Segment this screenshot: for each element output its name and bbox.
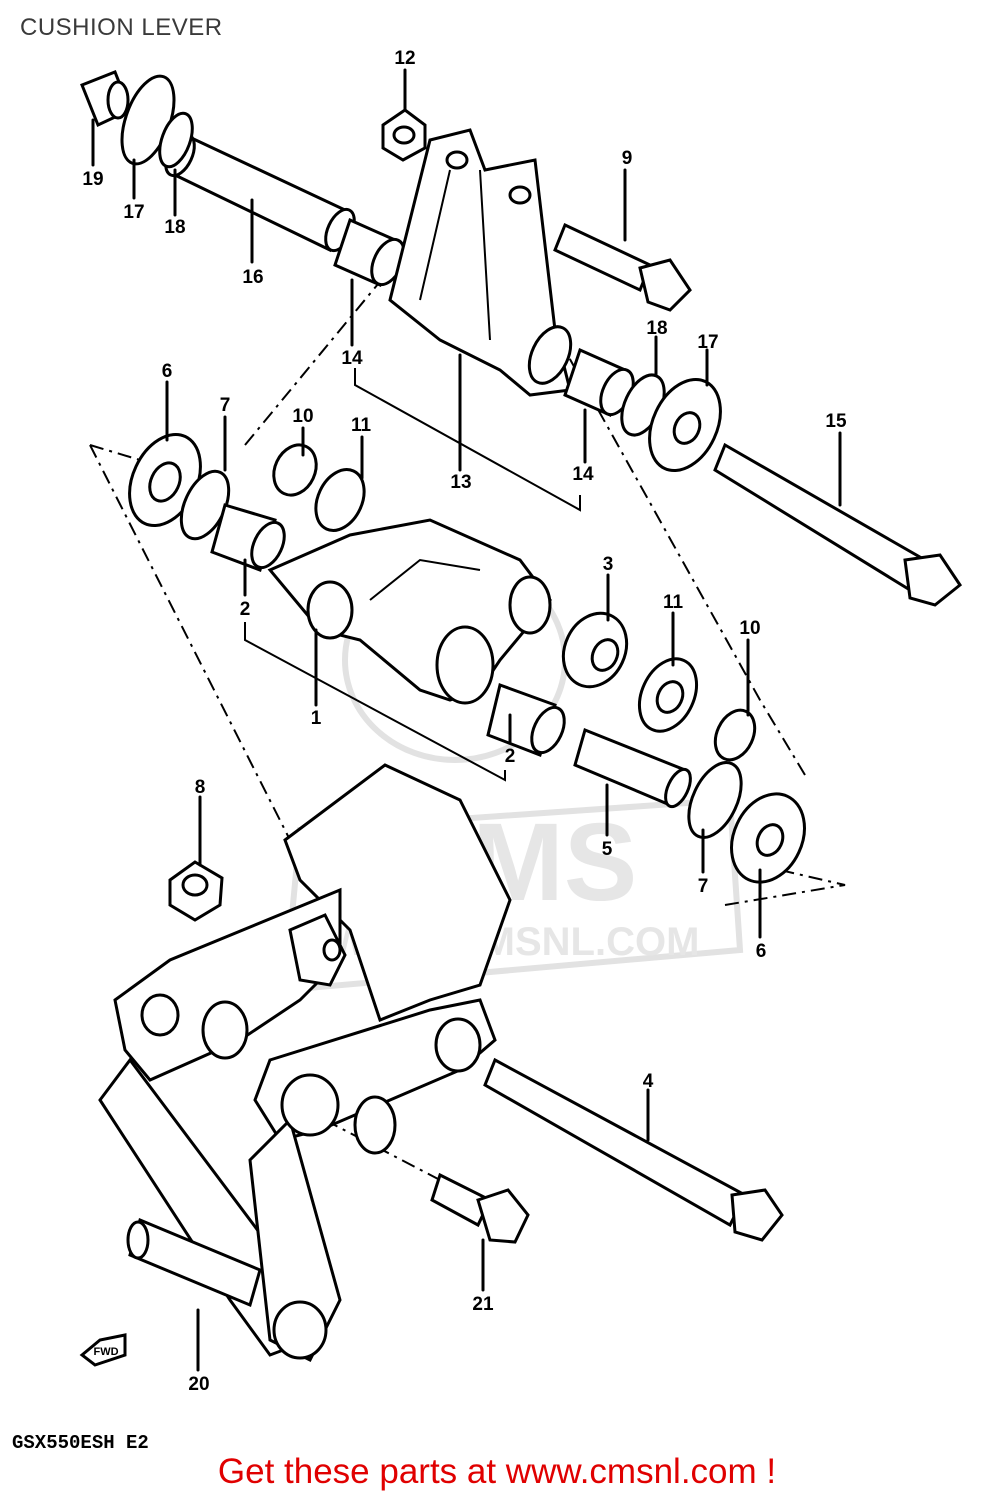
leader-lines <box>91 68 842 1372</box>
callout-1: 1 <box>311 708 322 729</box>
part-11-seal-left <box>314 468 366 532</box>
callout-18-right: 18 <box>646 318 667 339</box>
callout-19: 19 <box>82 169 103 190</box>
callout-12: 12 <box>394 48 415 69</box>
callout-17-top: 17 <box>123 202 144 223</box>
model-code: GSX550ESH E2 <box>12 1432 149 1454</box>
part-7-washer-right <box>687 761 743 839</box>
part-1-cushion-lever <box>267 518 552 705</box>
part-15-bolt <box>713 442 963 607</box>
callout-15: 15 <box>825 411 847 432</box>
part-8-nut <box>168 860 224 922</box>
callout-14-right: 14 <box>572 464 594 485</box>
page-title: CUSHION LEVER <box>20 14 223 41</box>
callout-18-top: 18 <box>164 217 185 238</box>
part-10-collar-left <box>272 443 318 497</box>
callout-14-top: 14 <box>341 348 363 369</box>
part-4-bolt <box>483 1057 784 1242</box>
callout-20: 20 <box>188 1374 209 1395</box>
part-3-collar <box>561 611 629 689</box>
callout-labels: 12 9 19 17 18 16 14 13 14 18 17 15 6 7 1… <box>82 48 847 1395</box>
callout-6-right: 6 <box>756 941 767 962</box>
fwd-arrow: FWD <box>79 1333 127 1367</box>
promo-link[interactable]: Get these parts at www.cmsnl.com ! <box>217 1452 777 1491</box>
callout-13: 13 <box>450 472 471 493</box>
callout-5: 5 <box>602 839 613 860</box>
part-19-nut <box>80 70 132 128</box>
callout-2-left: 2 <box>240 599 251 620</box>
callout-7-left: 7 <box>220 395 231 416</box>
part-18-washer-top <box>158 111 194 169</box>
callout-21: 21 <box>472 1294 494 1315</box>
part-5-spacer <box>573 727 692 809</box>
callout-3: 3 <box>603 554 614 575</box>
part-10-collar-right <box>713 708 757 762</box>
fwd-label: FWD <box>93 1346 118 1358</box>
part-20-cushion-rod <box>98 763 512 1363</box>
part-2-bearing-left <box>210 503 286 572</box>
callout-16: 16 <box>242 267 263 288</box>
callout-8: 8 <box>195 777 206 798</box>
callout-2-right: 2 <box>505 746 516 767</box>
part-12-nut <box>381 108 427 162</box>
callout-17-right: 17 <box>697 332 718 353</box>
part-16-shaft <box>164 132 356 253</box>
callout-10-right: 10 <box>739 618 760 639</box>
callout-4: 4 <box>643 1071 654 1092</box>
callout-9: 9 <box>622 148 633 169</box>
callout-11-left: 11 <box>351 415 372 436</box>
callout-11-right: 11 <box>663 592 684 613</box>
callout-6-left: 6 <box>162 361 173 382</box>
callout-10-left: 10 <box>292 406 313 427</box>
part-21-bolt <box>430 1172 530 1244</box>
part-9-bolt <box>553 222 692 312</box>
callout-7-right: 7 <box>698 876 709 897</box>
part-2-bearing-right <box>486 683 566 757</box>
part-13-bracket <box>388 128 573 397</box>
